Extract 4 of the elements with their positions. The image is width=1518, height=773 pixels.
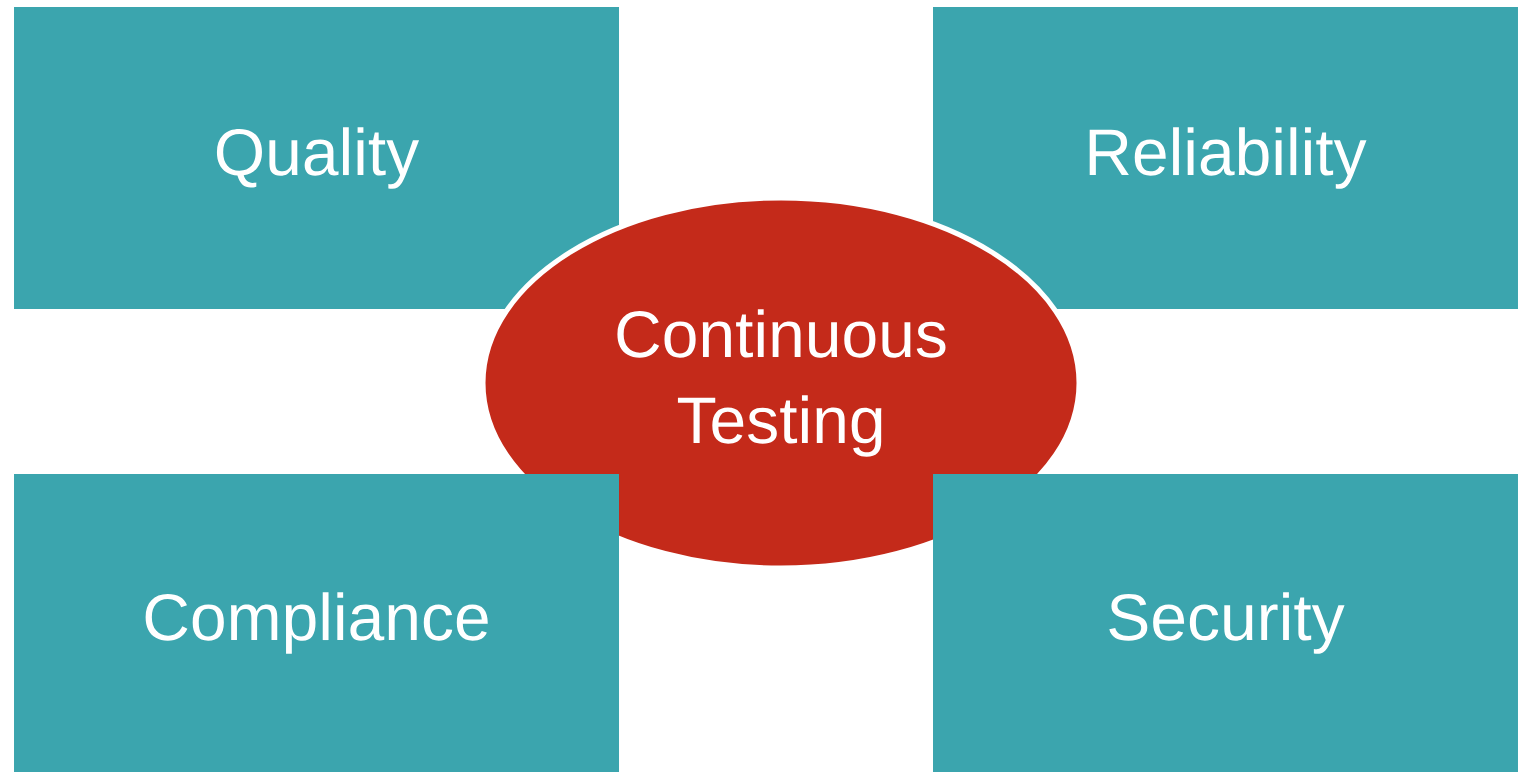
topic-box: Quality	[14, 7, 619, 309]
topic-box: Reliability	[933, 7, 1518, 309]
topic-box: Security	[933, 474, 1518, 772]
topic-box: Compliance	[14, 474, 619, 772]
